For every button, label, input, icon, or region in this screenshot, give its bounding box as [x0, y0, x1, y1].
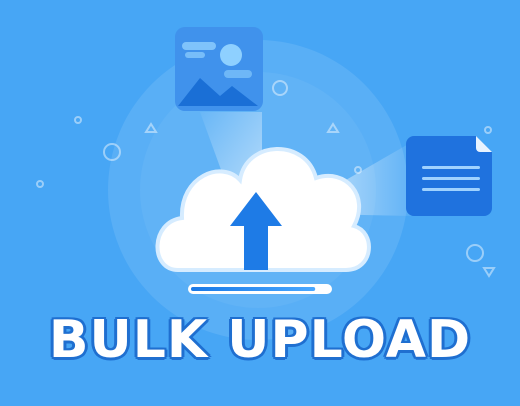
document-file-icon — [406, 136, 492, 216]
cloud-upload-icon — [155, 147, 371, 272]
upload-progress-bar — [188, 284, 332, 294]
decorative-shapes — [36, 80, 496, 278]
image-file-icon — [175, 27, 263, 111]
upload-progress-fill — [191, 287, 316, 291]
page-title: BULK UPLOAD — [48, 310, 472, 370]
